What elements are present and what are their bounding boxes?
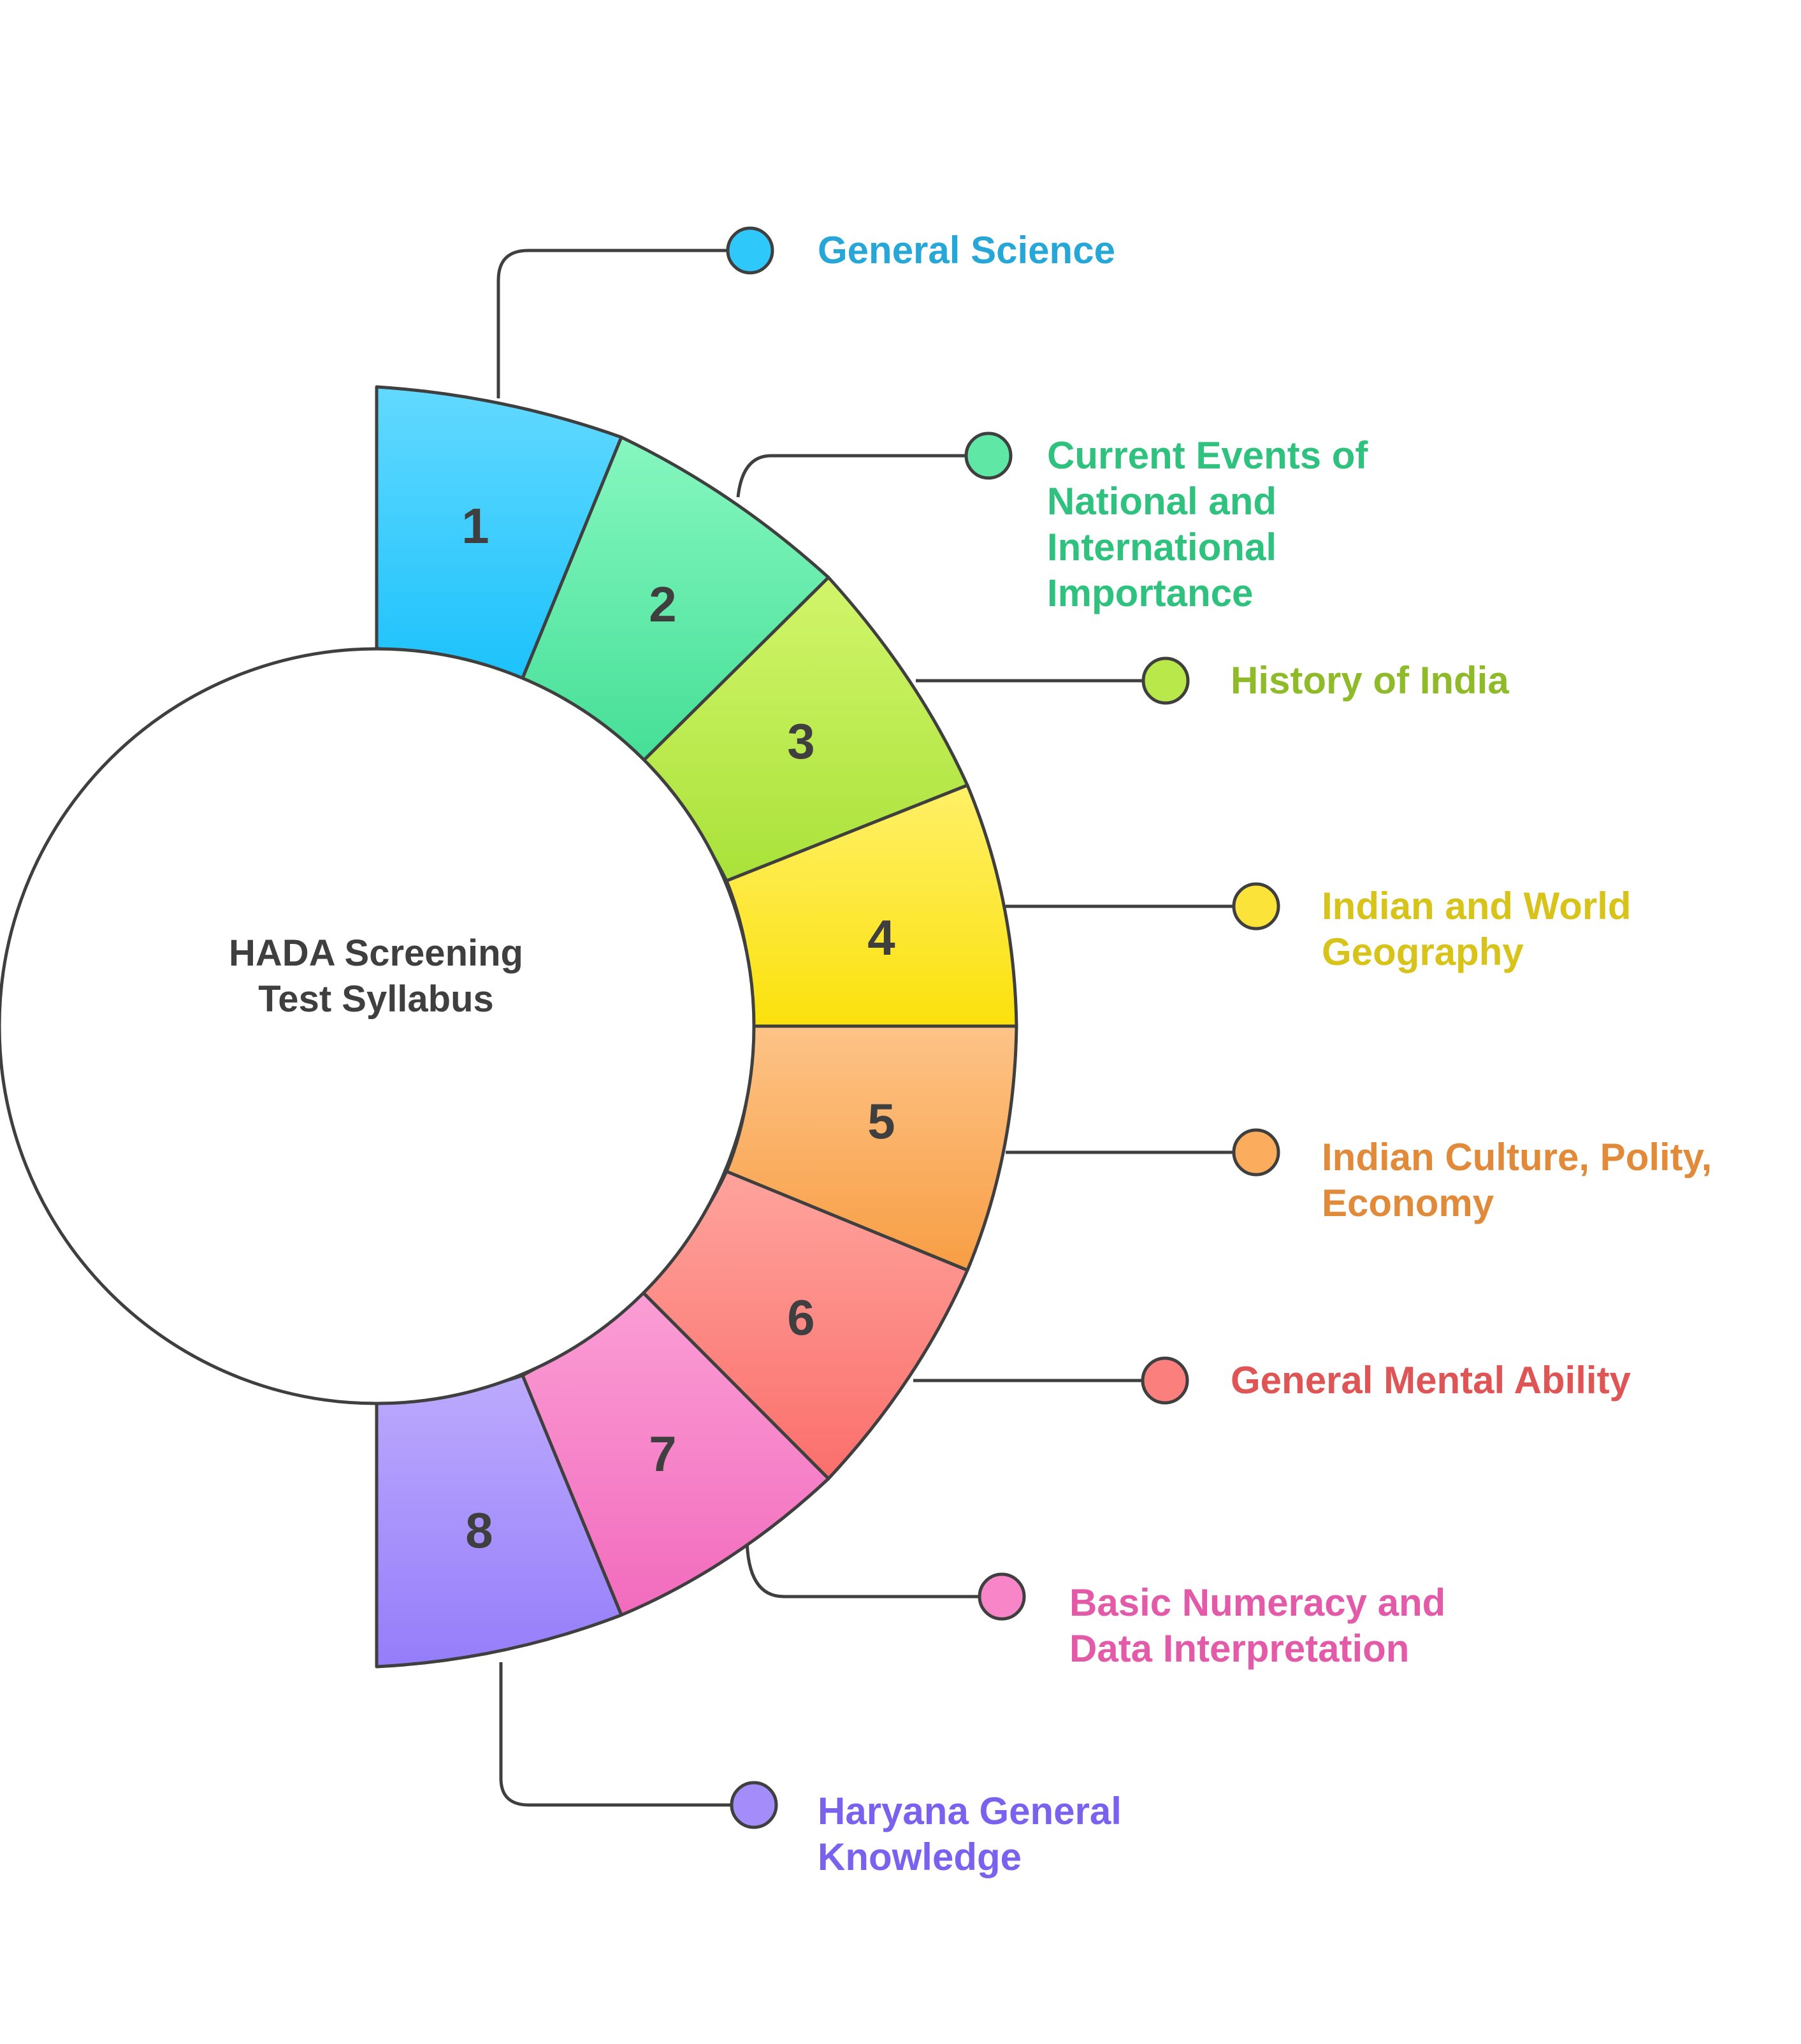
connector-7: [745, 1535, 979, 1598]
label-geography: Indian and World Geography: [1322, 883, 1631, 975]
label-line: National and: [1047, 480, 1277, 523]
marker-dot-6: [1141, 1356, 1189, 1405]
label-line: General Science: [818, 229, 1115, 272]
marker-dot-1: [726, 226, 774, 275]
connector-1: [496, 249, 727, 398]
segment-number-5: 5: [867, 1093, 895, 1149]
label-line: History of India: [1231, 659, 1509, 702]
segment-number-7: 7: [649, 1426, 676, 1482]
connector-lines: [496, 249, 1233, 1807]
label-numeracy-data: Basic Numeracy and Data Interpretation: [1069, 1580, 1445, 1672]
marker-dot-5: [1232, 1128, 1280, 1177]
center-title: HADA Screening Test Syllabus: [89, 931, 663, 1022]
label-line: Indian and World: [1322, 885, 1631, 927]
label-line: Geography: [1322, 931, 1524, 973]
label-current-events: Current Events of National and Internati…: [1047, 433, 1368, 616]
center-title-line-1: HADA Screening: [229, 932, 523, 974]
label-line: Importance: [1047, 572, 1254, 614]
label-line: Indian Culture, Polity,: [1322, 1136, 1712, 1178]
marker-dot-2: [964, 431, 1013, 480]
label-line: General Mental Ability: [1231, 1359, 1631, 1402]
label-line: Haryana General: [818, 1790, 1122, 1832]
label-line: International: [1047, 526, 1277, 569]
segment-number-8: 8: [465, 1502, 493, 1558]
label-line: Basic Numeracy and: [1069, 1581, 1446, 1624]
segment-number-4: 4: [867, 910, 895, 966]
marker-dot-7: [978, 1572, 1026, 1621]
label-line: Current Events of: [1047, 434, 1368, 477]
label-culture-polity-economy: Indian Culture, Polity, Economy: [1322, 1134, 1712, 1226]
marker-dot-3: [1141, 656, 1190, 705]
segment-1: [375, 385, 623, 680]
segment-number-6: 6: [787, 1289, 814, 1345]
connector-8: [499, 1662, 731, 1807]
segment-number-1: 1: [461, 498, 489, 554]
segment-number-2: 2: [649, 576, 676, 632]
label-general-mental-ability: General Mental Ability: [1231, 1358, 1631, 1403]
segment-number-3: 3: [787, 713, 814, 769]
label-line: Knowledge: [818, 1836, 1022, 1878]
marker-dot-4: [1232, 882, 1280, 931]
center-title-line-2: Test Syllabus: [258, 978, 494, 1020]
label-line: Economy: [1322, 1182, 1494, 1224]
connector-2: [736, 454, 966, 498]
marker-dot-8: [730, 1781, 778, 1829]
label-line: Data Interpretation: [1069, 1627, 1410, 1670]
label-general-science: General Science: [818, 228, 1115, 273]
label-haryana-gk: Haryana General Knowledge: [818, 1788, 1122, 1880]
label-history-of-india: History of India: [1231, 658, 1509, 704]
center-circle: [0, 647, 756, 1405]
